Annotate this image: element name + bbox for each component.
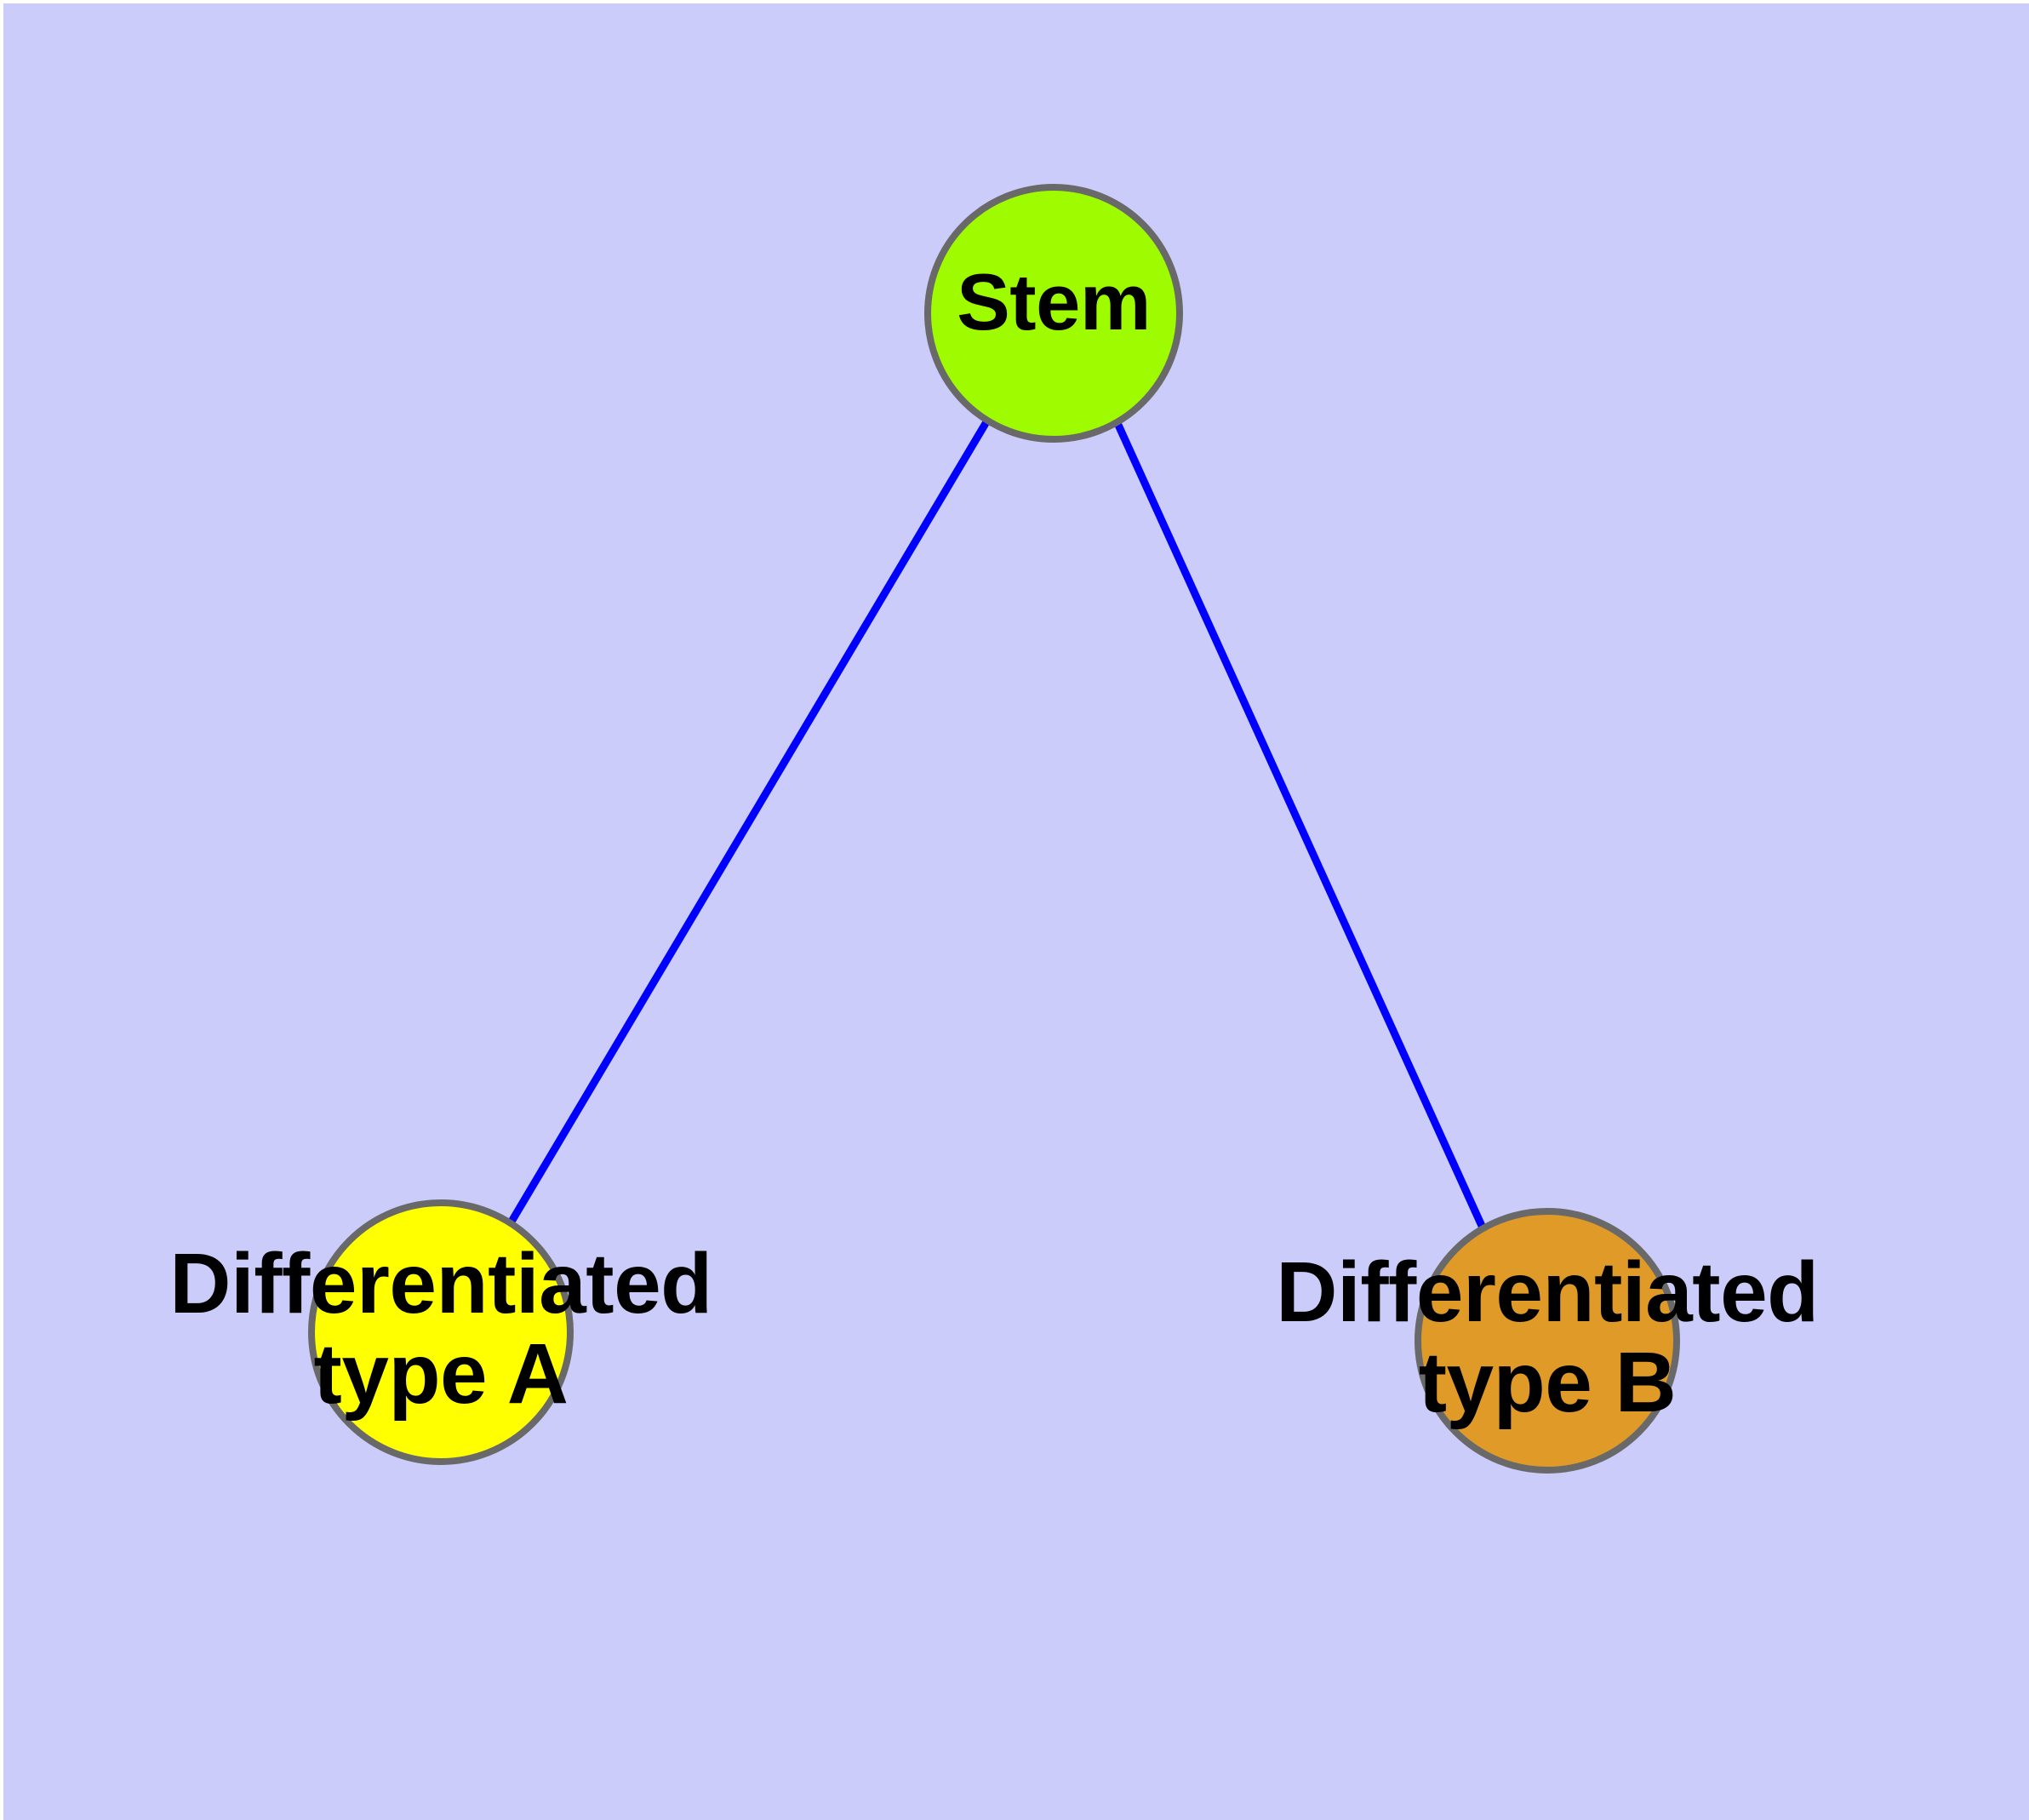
node-differentiated-type-b[interactable] [1415,1208,1680,1474]
node-stem[interactable] [924,184,1183,443]
node-layer [308,184,1680,1474]
node-differentiated-type-a[interactable] [308,1199,574,1465]
edge-layer [508,418,1486,1228]
edge-stem-to-differentiated-type-a [508,418,991,1224]
edge-stem-to-differentiated-type-b [1113,421,1486,1228]
